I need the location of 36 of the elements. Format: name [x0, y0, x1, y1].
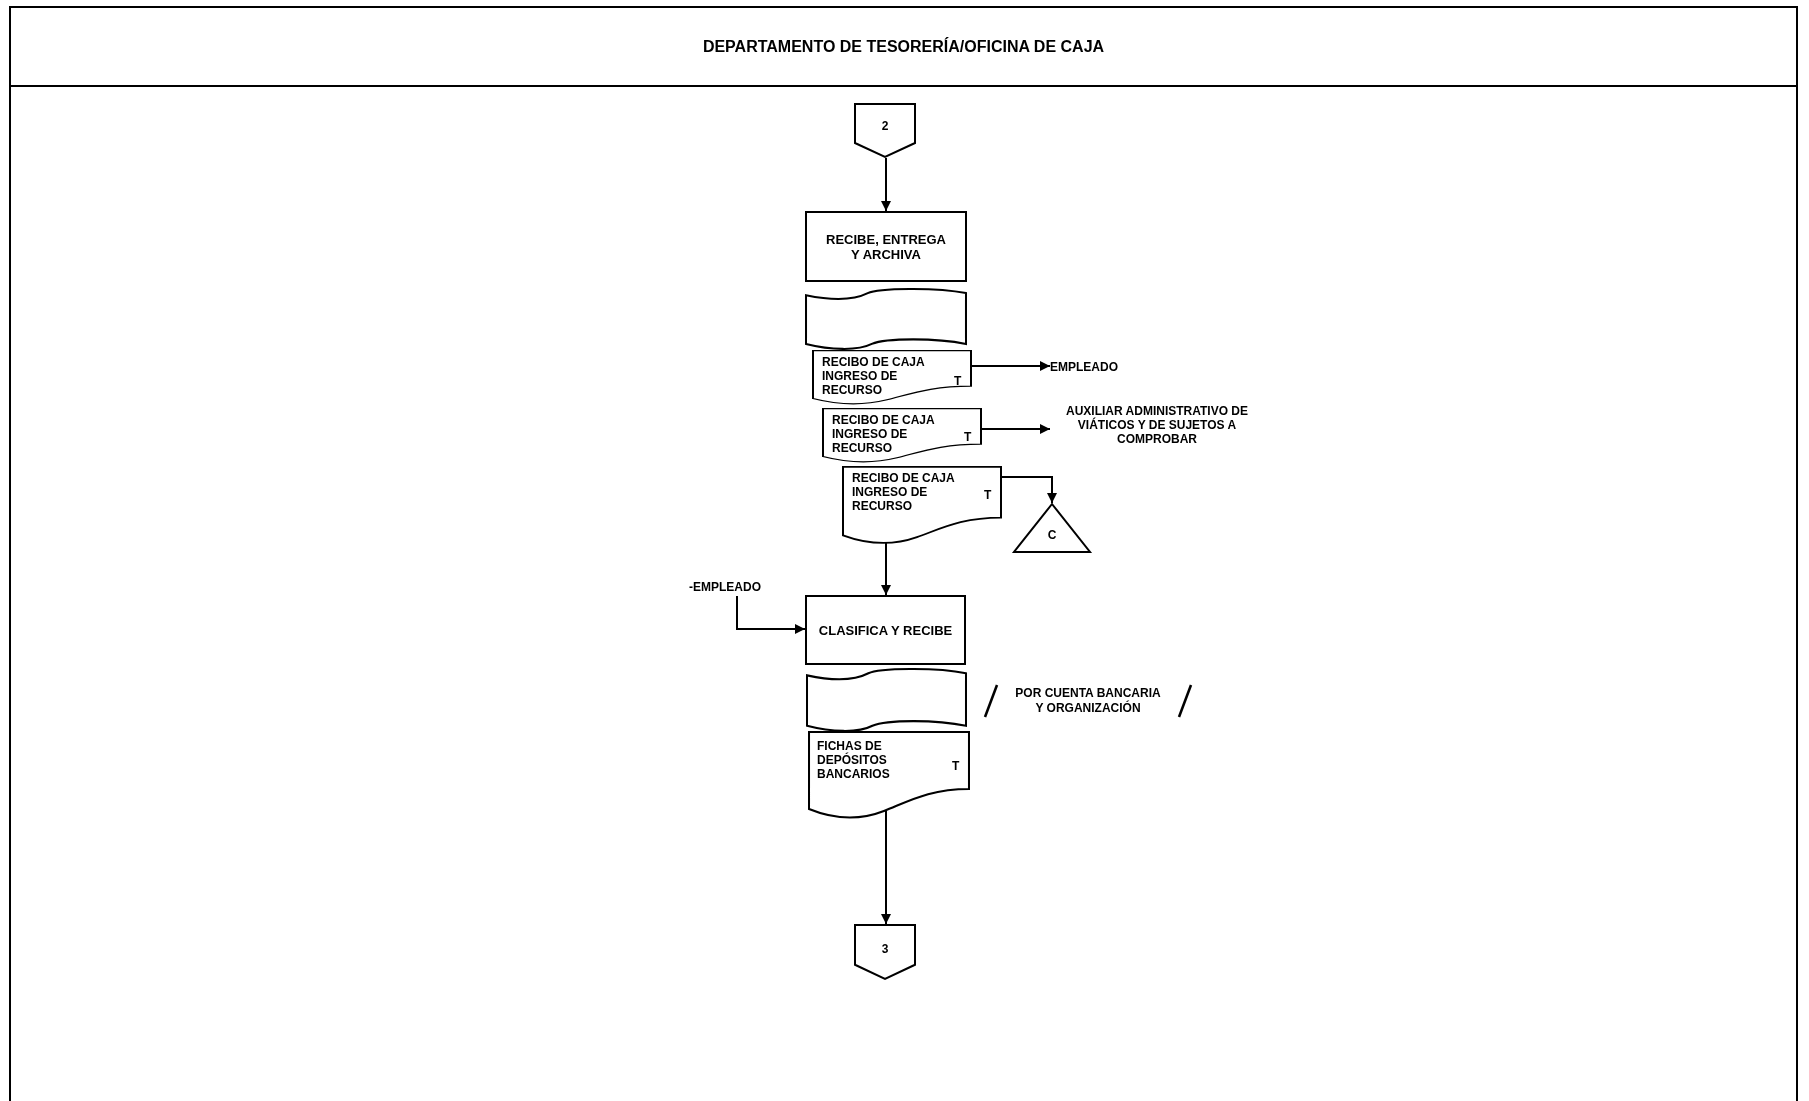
document-shape [812, 350, 972, 406]
connector-number: 3 [880, 942, 890, 956]
recipient-label: AUXILIAR ADMINISTRATIVO DE VIÁTICOS Y DE SUJETOS A COMPROBAR [1065, 404, 1249, 446]
note-text: POR CUENTA BANCARIA Y ORGANIZACIÓN [1014, 686, 1162, 716]
copy-mark: T [954, 374, 962, 388]
process-box [805, 595, 966, 665]
archive-triangle [1013, 503, 1091, 553]
copy-mark: T [964, 430, 972, 444]
tape-shape [805, 287, 967, 348]
process-label: CLASIFICA Y RECIBE [818, 622, 953, 638]
arrow [1001, 476, 1057, 504]
arrow [881, 541, 891, 596]
document-shape [822, 408, 982, 464]
document-shape [808, 731, 970, 821]
off-page-connector [854, 103, 916, 158]
copy-mark: T [952, 759, 960, 773]
arrow [971, 361, 1051, 371]
connector-number: 2 [880, 119, 890, 133]
document-label: RECIBO DE CAJA INGRESO DE RECURSO [822, 355, 926, 397]
process-box [805, 211, 967, 282]
arrow [881, 157, 891, 212]
archive-letter: C [1046, 528, 1058, 542]
off-page-connector [854, 924, 916, 980]
recipient-label: EMPLEADO [1050, 360, 1118, 374]
recipient-label: -EMPLEADO [689, 580, 761, 594]
arrow [881, 810, 891, 925]
copy-mark: T [984, 488, 992, 502]
document-label: FICHAS DE DEPÓSITOS BANCARIOS [817, 739, 891, 781]
tape-shape [806, 667, 967, 730]
document-label: RECIBO DE CAJA INGRESO DE RECURSO [832, 413, 936, 455]
process-label: RECIBE, ENTREGA Y ARCHIVA [826, 231, 946, 262]
diagram-title: DEPARTAMENTO DE TESORERÍA/OFICINA DE CAJA [702, 37, 1105, 56]
arrow [981, 424, 1051, 434]
document-shape [842, 466, 1002, 546]
arrow [736, 595, 806, 634]
document-label: RECIBO DE CAJA INGRESO DE RECURSO [852, 471, 956, 513]
